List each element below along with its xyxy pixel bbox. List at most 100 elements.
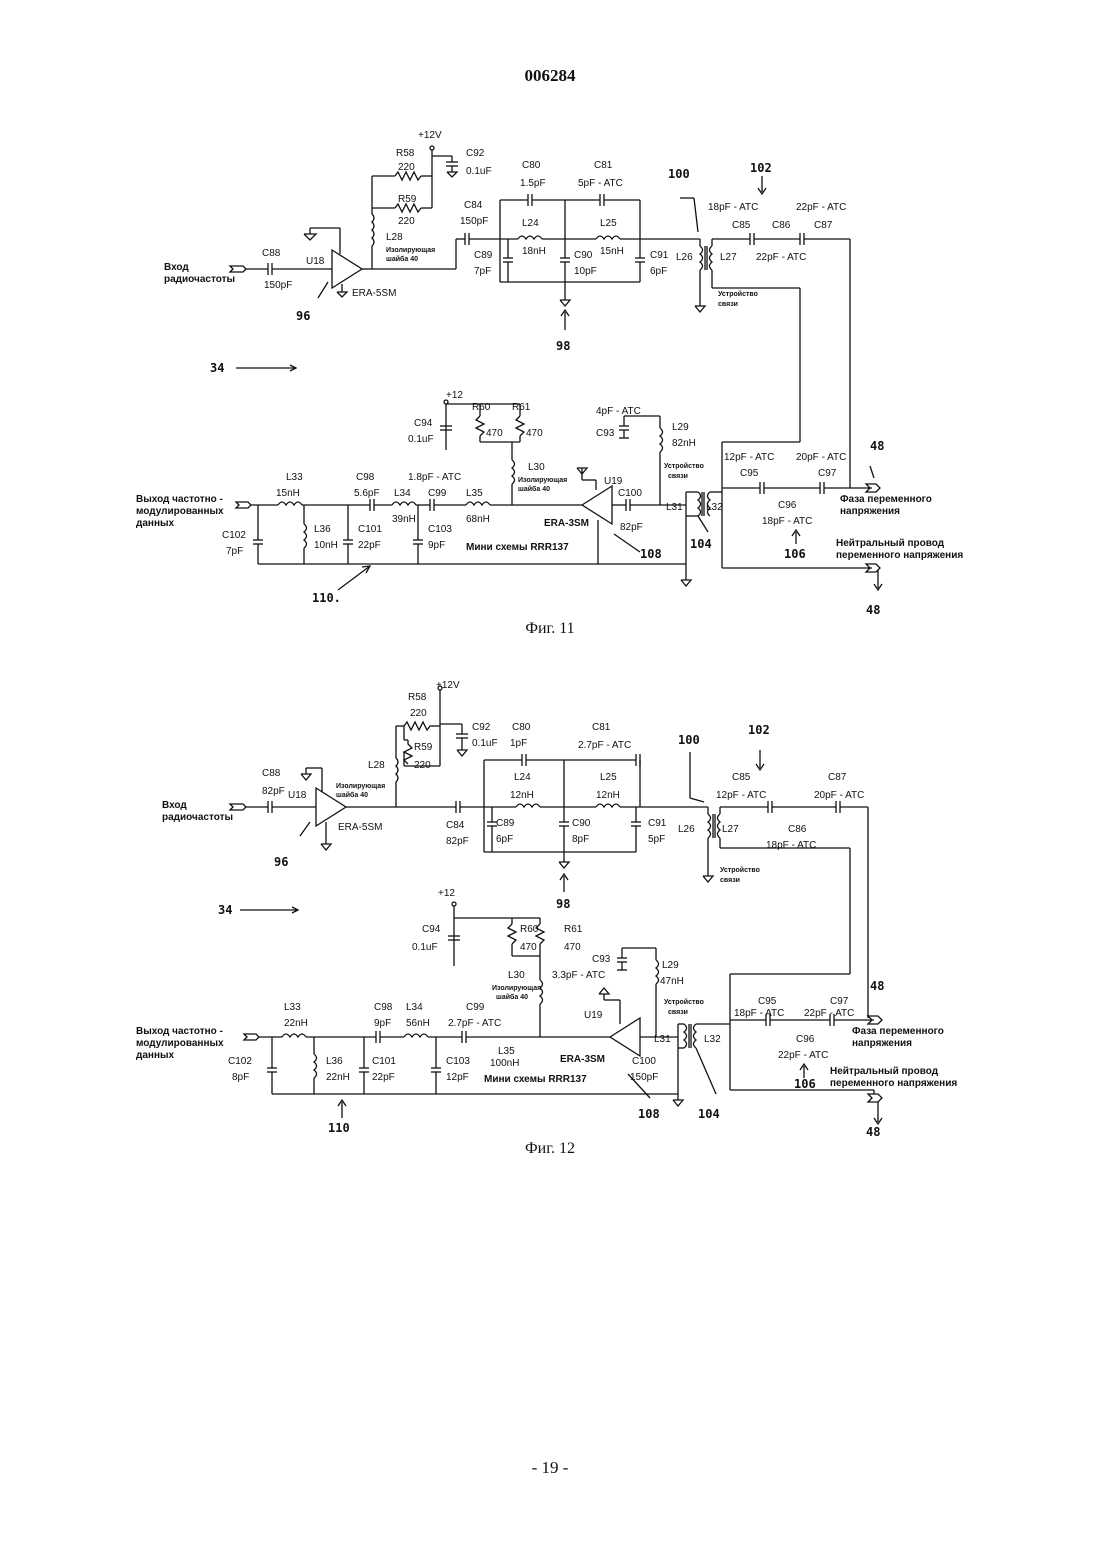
label: Выход частотно - bbox=[136, 494, 223, 505]
label: Нейтральный провод bbox=[830, 1066, 939, 1077]
label: Изолирующая bbox=[492, 985, 541, 992]
label: 10pF bbox=[574, 266, 597, 277]
label: 22pF - ATC bbox=[778, 1050, 828, 1061]
fig12-bias-network bbox=[396, 686, 484, 813]
label: Вход bbox=[164, 262, 189, 273]
label: 15nH bbox=[600, 246, 624, 257]
label: C97 bbox=[830, 996, 849, 1007]
label: 22pF - ATC bbox=[756, 252, 806, 263]
label: шайба 40 bbox=[386, 255, 418, 263]
label: L31 bbox=[654, 1034, 671, 1045]
fig11-output-coupler bbox=[236, 176, 850, 456]
label: L25 bbox=[600, 772, 617, 783]
ref-label: 48 bbox=[870, 979, 884, 993]
ref-label: 48 bbox=[870, 439, 884, 453]
label: L24 bbox=[514, 772, 531, 783]
label: Выход частотно - bbox=[136, 1026, 223, 1037]
label: 1pF bbox=[510, 738, 527, 749]
label: R58 bbox=[396, 148, 415, 159]
label: 20pF - ATC bbox=[814, 790, 864, 801]
figure-11-caption: Фиг. 11 bbox=[0, 620, 1100, 638]
label: R61 bbox=[564, 924, 583, 935]
label: 6pF bbox=[496, 834, 513, 845]
label: связи bbox=[668, 1009, 688, 1016]
ref-label: 102 bbox=[750, 161, 772, 175]
label: Вход bbox=[162, 800, 187, 811]
ref-label: 48 bbox=[866, 603, 880, 617]
label: L34 bbox=[406, 1002, 423, 1013]
label: C97 bbox=[818, 468, 837, 479]
amplifier-u18-icon bbox=[332, 250, 362, 288]
fm-output-connector-icon bbox=[236, 502, 251, 508]
label: C90 bbox=[572, 818, 591, 829]
label: 18pF - ATC bbox=[708, 202, 758, 213]
label: 0.1uF bbox=[412, 942, 438, 953]
label: 470 bbox=[564, 942, 581, 953]
label: 22nH bbox=[284, 1018, 308, 1029]
label: 7pF bbox=[474, 266, 491, 277]
label: 0.1uF bbox=[466, 166, 492, 177]
label: R58 bbox=[408, 692, 427, 703]
label: данных bbox=[136, 1050, 175, 1061]
label: C94 bbox=[414, 418, 433, 429]
label: 220 bbox=[398, 216, 415, 227]
label: +12 bbox=[446, 390, 463, 401]
label: C101 bbox=[372, 1056, 396, 1067]
label: 2.7pF - ATC bbox=[448, 1018, 501, 1029]
label: 0.1uF bbox=[472, 738, 498, 749]
label: C85 bbox=[732, 772, 751, 783]
label: 47nH bbox=[660, 976, 684, 987]
label: связи bbox=[668, 473, 688, 480]
label: C80 bbox=[512, 722, 531, 733]
label: C103 bbox=[446, 1056, 470, 1067]
label: L29 bbox=[672, 422, 689, 433]
label: C103 bbox=[428, 524, 452, 535]
label: 56nH bbox=[406, 1018, 430, 1029]
label: U18 bbox=[288, 790, 307, 801]
label: C84 bbox=[446, 820, 465, 831]
label: C89 bbox=[474, 250, 493, 261]
label: C102 bbox=[228, 1056, 252, 1067]
label: 18pF - ATC bbox=[766, 840, 816, 851]
label: C94 bbox=[422, 924, 441, 935]
label: C88 bbox=[262, 248, 281, 259]
label: C88 bbox=[262, 768, 281, 779]
label: 68nH bbox=[466, 514, 490, 525]
label: модулированных bbox=[136, 506, 224, 517]
label: C95 bbox=[740, 468, 759, 479]
label: R59 bbox=[398, 194, 417, 205]
label: напряжения bbox=[840, 506, 900, 517]
label: 8pF bbox=[232, 1072, 249, 1083]
label: 10nH bbox=[314, 540, 338, 551]
label: 2.7pF - ATC bbox=[578, 740, 631, 751]
label: L32 bbox=[706, 502, 723, 513]
document-number: 006284 bbox=[0, 66, 1100, 86]
label: шайба 40 bbox=[336, 791, 368, 799]
label: 22pF bbox=[358, 540, 381, 551]
label: 12pF - ATC bbox=[724, 452, 774, 463]
label: модулированных bbox=[136, 1038, 224, 1049]
label: 15nH bbox=[276, 488, 300, 499]
label: L35 bbox=[498, 1046, 515, 1057]
label: шайба 40 bbox=[496, 993, 528, 1001]
label: C81 bbox=[594, 160, 613, 171]
label: C87 bbox=[828, 772, 847, 783]
label: Устройство bbox=[664, 462, 704, 470]
label: Изолирующая bbox=[386, 247, 435, 254]
label: переменного напряжения bbox=[830, 1078, 957, 1089]
label: 18pF - ATC bbox=[734, 1008, 784, 1019]
page-number: - 19 - bbox=[0, 1458, 1100, 1478]
label: C81 bbox=[592, 722, 611, 733]
figure-12-caption: Фиг. 12 bbox=[0, 1140, 1100, 1158]
label: ERA-5SM bbox=[352, 288, 396, 299]
label: 82nH bbox=[672, 438, 696, 449]
label: Нейтральный провод bbox=[836, 538, 945, 549]
label: 470 bbox=[526, 428, 543, 439]
label: радиочастоты bbox=[164, 274, 235, 285]
label: 4pF - ATC bbox=[596, 406, 641, 417]
label: 220 bbox=[398, 162, 415, 173]
label: L27 bbox=[720, 252, 737, 263]
label: L24 bbox=[522, 218, 539, 229]
label: C102 bbox=[222, 530, 246, 541]
label: C96 bbox=[778, 500, 797, 511]
